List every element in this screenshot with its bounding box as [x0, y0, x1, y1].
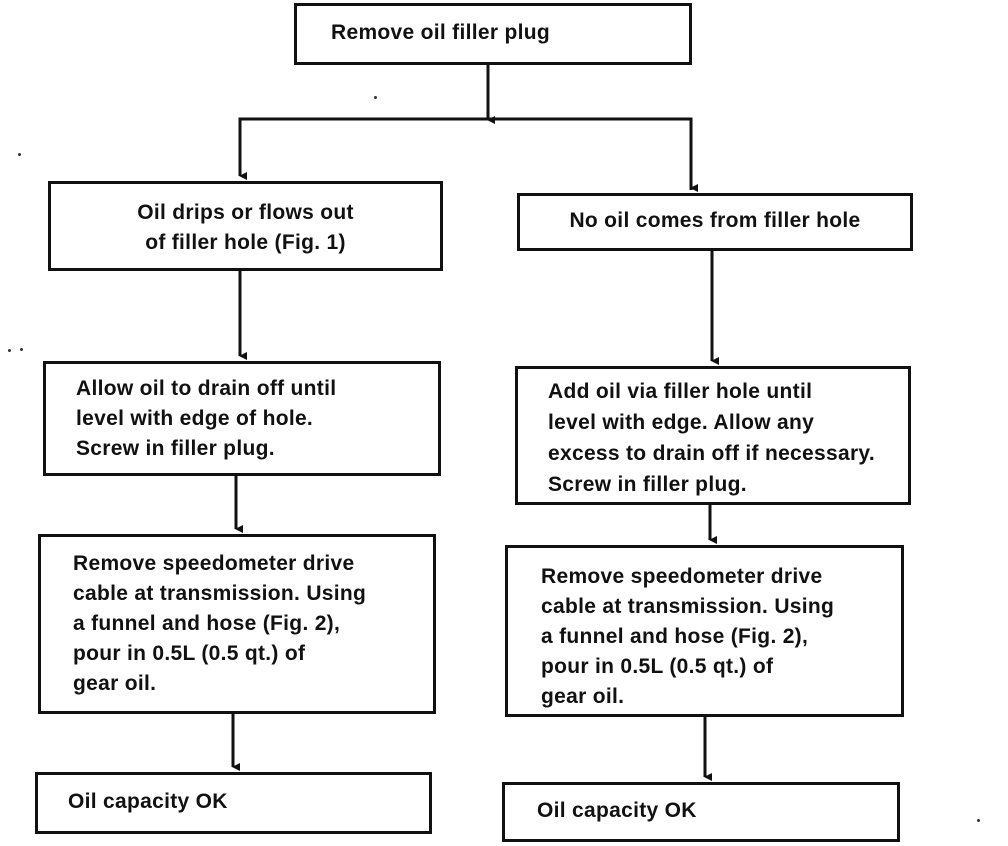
left-action-line-1: Allow oil to drain off until: [76, 377, 337, 400]
left-speedometer-step-box: Remove speedometer drive cable at transm…: [38, 534, 436, 714]
start-step-box: Remove oil filler plug: [294, 3, 692, 65]
right-action-line-1: Add oil via filler hole until: [548, 380, 813, 403]
right-result-text: Oil capacity OK: [537, 799, 697, 822]
scan-speck: [18, 153, 21, 156]
right-action-box: Add oil via filler hole until level with…: [515, 366, 911, 505]
right-condition-text: No oil comes from filler hole: [569, 209, 861, 232]
left-speedometer-line-2: cable at transmission. Using: [73, 582, 367, 605]
right-condition-box: No oil comes from filler hole: [517, 193, 913, 251]
right-result-box: Oil capacity OK: [502, 782, 900, 842]
left-action-line-2: level with edge of hole.: [76, 407, 314, 430]
left-action-box: Allow oil to drain off until level with …: [43, 361, 441, 476]
scan-speck: [374, 96, 377, 99]
right-action-line-3: excess to drain off if necessary.: [548, 442, 875, 465]
start-step-text: Remove oil filler plug: [331, 21, 550, 44]
right-speedometer-line-4: pour in 0.5L (0.5 qt.) of: [541, 655, 774, 678]
left-condition-line-2: of filler hole (Fig. 1): [145, 231, 346, 254]
right-speedometer-step-box: Remove speedometer drive cable at transm…: [505, 545, 904, 717]
left-result-text: Oil capacity OK: [68, 790, 228, 813]
right-speedometer-line-1: Remove speedometer drive: [541, 565, 823, 588]
left-result-box: Oil capacity OK: [35, 772, 432, 834]
scan-speck: [20, 348, 23, 351]
right-speedometer-line-2: cable at transmission. Using: [541, 595, 835, 618]
right-action-line-2: level with edge. Allow any: [548, 411, 815, 434]
scan-speck: [8, 349, 11, 352]
right-action-line-4: Screw in filler plug.: [548, 473, 747, 496]
connector-split-horizontal: [238, 117, 693, 190]
left-condition-line-1: Oil drips or flows out: [137, 201, 354, 224]
left-speedometer-line-5: gear oil.: [73, 672, 157, 695]
left-speedometer-line-3: a funnel and hose (Fig. 2),: [73, 612, 341, 635]
right-speedometer-line-5: gear oil.: [541, 685, 625, 708]
left-condition-box: Oil drips or flows out of filler hole (F…: [48, 181, 443, 271]
left-speedometer-line-1: Remove speedometer drive: [73, 552, 355, 575]
left-speedometer-line-4: pour in 0.5L (0.5 qt.) of: [73, 642, 306, 665]
scan-speck: [977, 819, 980, 822]
left-action-line-3: Screw in filler plug.: [76, 437, 275, 460]
right-speedometer-line-3: a funnel and hose (Fig. 2),: [541, 625, 809, 648]
